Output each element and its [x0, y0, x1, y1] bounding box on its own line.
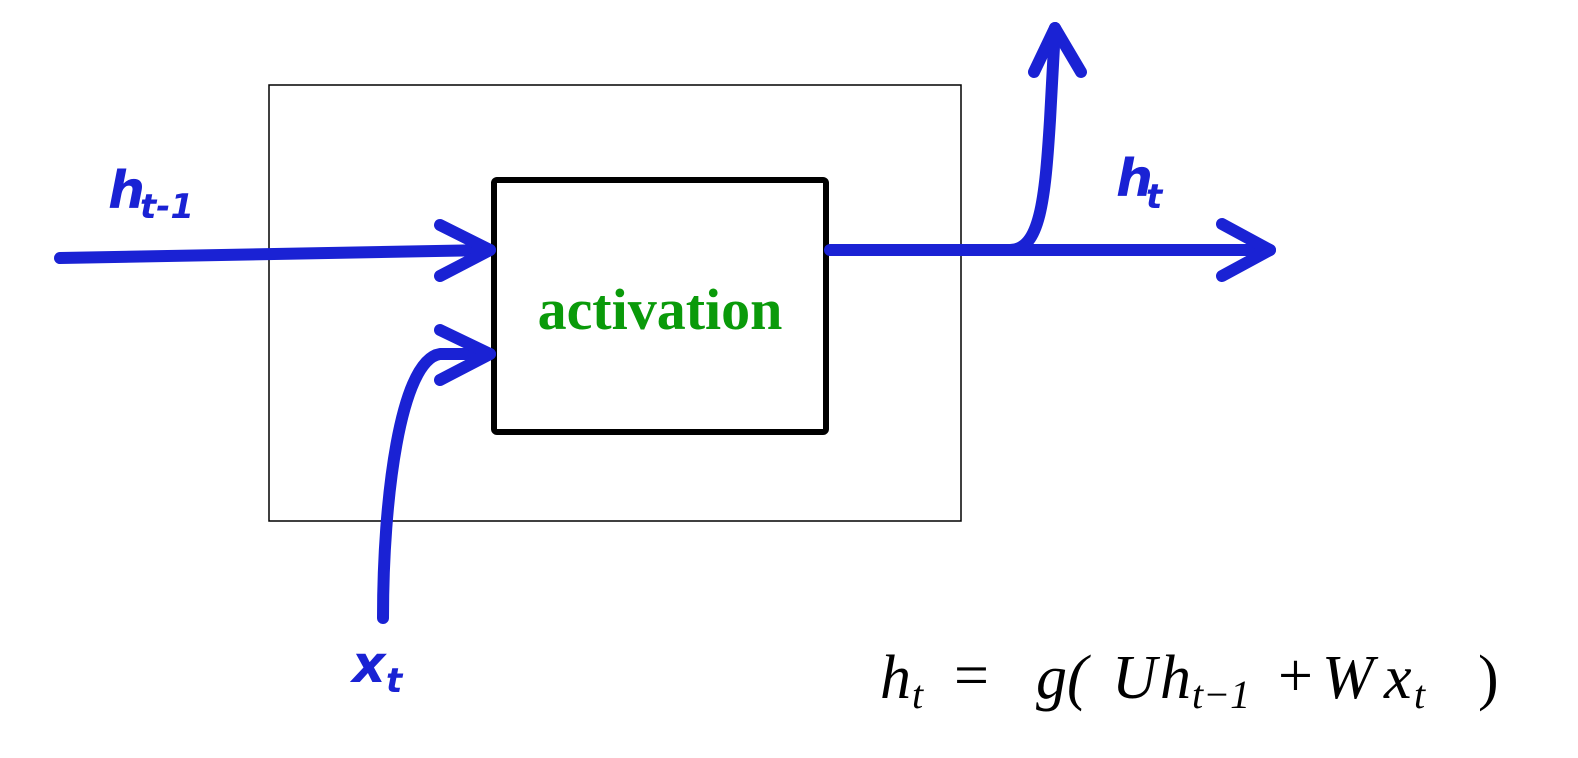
eq-x-sub: t	[1414, 672, 1426, 717]
eq-close: )	[1478, 644, 1499, 712]
eq-x-base: x	[1383, 644, 1412, 712]
activation-box	[491, 177, 829, 435]
eq-hprev-sub: t−1	[1192, 672, 1250, 717]
rnn-equation: h t = g( U h t−1 + W x t )	[880, 642, 1499, 717]
activation-label: activation	[538, 277, 783, 342]
upward-output-arrow	[1004, 22, 1087, 256]
eq-equals: =	[954, 642, 989, 710]
hidden-input-arrow-shaft	[54, 244, 496, 264]
svg-text:h t: h t	[880, 644, 927, 717]
svg-text:x t: x t	[1383, 644, 1427, 717]
hidden-output-label-sub: t	[1146, 177, 1164, 217]
hidden-input-label: h t-1	[108, 161, 194, 227]
eq-plus: +	[1278, 642, 1313, 710]
hidden-output-arrow-head	[1216, 218, 1276, 282]
eq-u: U	[1112, 644, 1161, 712]
hidden-output-arrow	[824, 218, 1276, 282]
hidden-output-label-base: h	[1116, 149, 1153, 209]
eq-func: g(	[1036, 644, 1091, 712]
upward-output-arrow-head	[1028, 22, 1087, 78]
x-input-arrow	[377, 324, 496, 624]
eq-lhs-sub: t	[912, 672, 924, 717]
hidden-input-label-sub: t-1	[140, 187, 194, 227]
eq-hprev-base: h	[1160, 644, 1191, 712]
upward-output-arrow-shaft	[1004, 22, 1061, 256]
x-input-arrow-head	[434, 324, 496, 386]
eq-lhs-base: h	[880, 644, 911, 712]
x-input-label: x t	[349, 635, 404, 701]
hidden-input-arrow-head	[434, 219, 496, 282]
hidden-output-label: h t	[1116, 149, 1164, 217]
outer-cell-box	[268, 84, 962, 522]
hidden-input-label-base: h	[108, 161, 145, 221]
x-input-label-sub: t	[386, 661, 404, 701]
x-input-label-base: x	[349, 635, 387, 695]
x-input-arrow-shaft	[377, 348, 496, 624]
hidden-input-arrow	[54, 219, 496, 282]
svg-text:h t−1: h t−1	[1160, 644, 1250, 717]
eq-w: W	[1322, 644, 1379, 712]
